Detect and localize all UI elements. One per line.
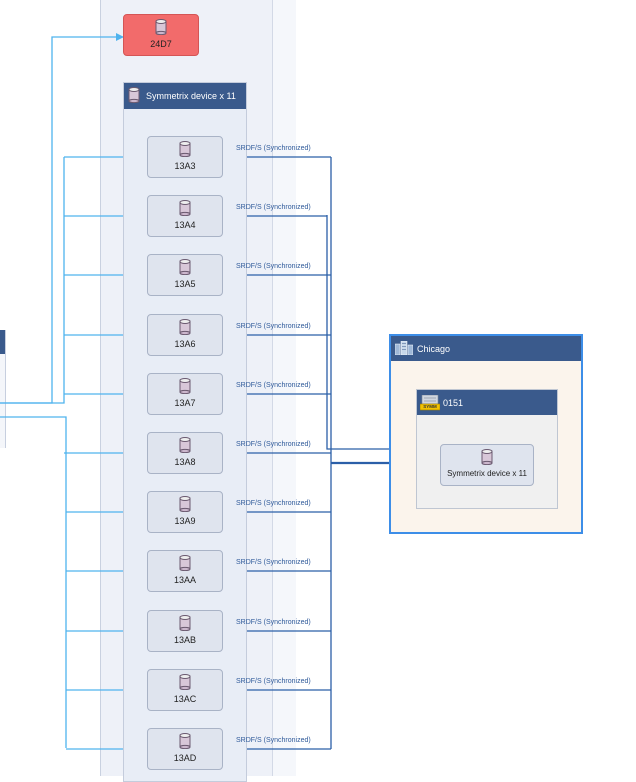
database-cylinder-icon [179,200,191,221]
replication-link-label: SRDF/S (Synchronized) [236,678,311,685]
database-cylinder-icon [179,437,191,458]
array-badge: SYMM [423,403,437,409]
device-label: 13A7 [174,398,196,408]
device-label: 13A9 [174,516,196,526]
replication-link-label: SRDF/S (Synchronized) [236,500,311,507]
database-cylinder-icon [179,615,191,636]
database-cylinder-icon [179,378,191,399]
replication-link-label: SRDF/S (Synchronized) [236,204,311,211]
replication-link-label: SRDF/S (Synchronized) [236,441,311,448]
device-label: 13A5 [174,279,196,289]
light-trunk-lower [0,416,67,748]
device-label: 13A8 [174,457,196,467]
device-label: 13A3 [174,161,196,171]
device-node-13a6[interactable]: 13A6 [147,314,223,356]
device-node-13a7[interactable]: 13A7 [147,373,223,415]
device-label: 13A6 [174,339,196,349]
device-label: 13AB [173,635,197,645]
database-cylinder-icon [179,259,191,280]
device-label: 13AA [173,575,197,585]
site-label: Chicago [417,343,451,354]
device-node-13a5[interactable]: 13A5 [147,254,223,296]
device-node-13ab[interactable]: 13AB [147,610,223,652]
device-node-13ac[interactable]: 13AC [147,669,223,711]
database-cylinder-icon [179,555,191,576]
left-group-stub [0,330,6,448]
replication-link-label: SRDF/S (Synchronized) [236,145,311,152]
storage-array-0151[interactable]: SYMM 0151 Symmetrix device x 11 [416,389,558,509]
database-cylinder-icon [128,87,140,105]
database-cylinder-icon [481,449,493,470]
database-cylinder-icon [179,496,191,517]
device-node-13ad[interactable]: 13AD [147,728,223,770]
alert-device-node[interactable]: 24D7 [123,14,199,56]
device-label: 13A4 [174,220,196,230]
link-to-alert-node [0,33,124,404]
device-node-13a8[interactable]: 13A8 [147,432,223,474]
site-chicago[interactable]: Chicago SYMM 0151 Symmetrix device x 11 [389,334,583,534]
swimlane-inner [272,0,296,776]
alert-device-label: 24D7 [150,39,172,49]
replication-link-label: SRDF/S (Synchronized) [236,737,311,744]
database-cylinder-icon [179,141,191,162]
datacenter-buildings-icon [394,340,414,357]
replication-link-label: SRDF/S (Synchronized) [236,559,311,566]
database-cylinder-icon [179,319,191,340]
device-label: 13AC [173,694,197,704]
device-label: 13AD [173,753,197,763]
device-node-13a9[interactable]: 13A9 [147,491,223,533]
target-device-group-node[interactable]: Symmetrix device x 11 [440,444,534,486]
device-group-label: Symmetrix device x 11 [146,91,236,101]
symmetrix-array-icon: SYMM [419,394,441,411]
device-node-13a3[interactable]: 13A3 [147,136,223,178]
replication-link-label: SRDF/S (Synchronized) [236,619,311,626]
replication-link-label: SRDF/S (Synchronized) [236,323,311,330]
database-cylinder-icon [155,19,167,40]
device-node-13a4[interactable]: 13A4 [147,195,223,237]
target-device-label: Symmetrix device x 11 [447,469,527,478]
database-cylinder-icon [179,674,191,695]
replication-link-label: SRDF/S (Synchronized) [236,263,311,270]
device-node-13aa[interactable]: 13AA [147,550,223,592]
array-header[interactable]: SYMM 0151 [417,390,557,415]
light-trunk-upper [0,157,65,404]
device-group-header[interactable]: Symmetrix device x 11 [124,83,246,109]
site-header[interactable]: Chicago [391,336,581,361]
left-group-header [0,330,5,354]
replication-link-label: SRDF/S (Synchronized) [236,382,311,389]
array-label: 0151 [443,397,464,408]
database-cylinder-icon [179,733,191,754]
